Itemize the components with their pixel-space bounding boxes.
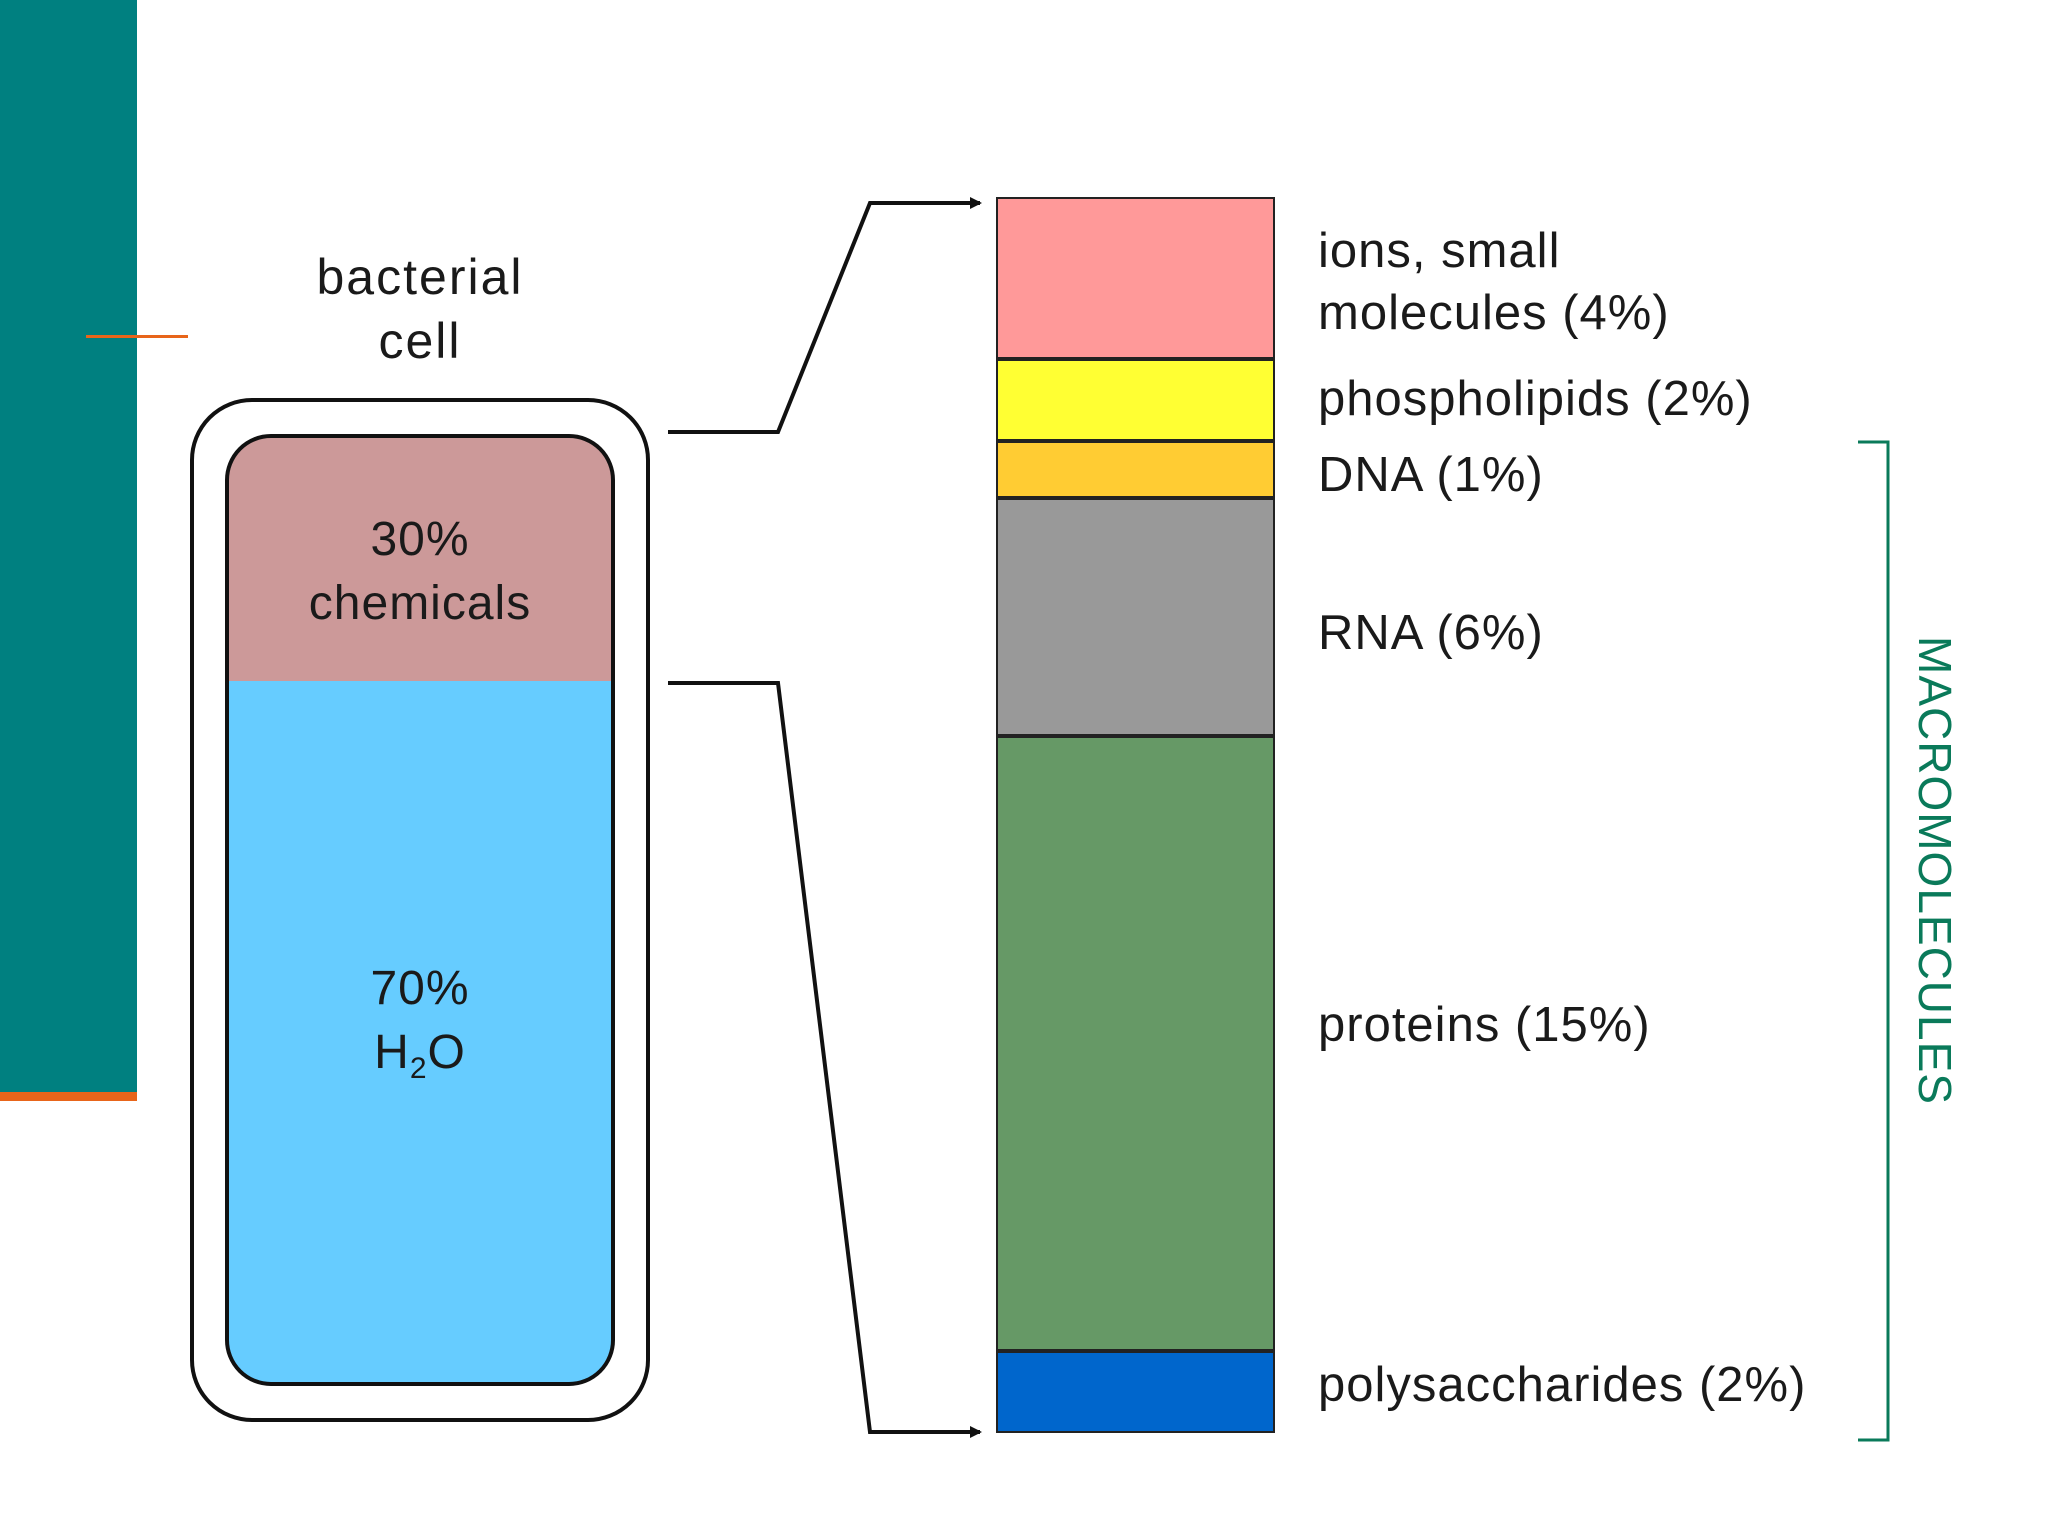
water-formula: H2O [227,1021,613,1101]
teal-side-bar [0,0,137,1092]
connector-top [668,197,982,434]
segment-dna [996,441,1275,498]
segment-polysaccharides [996,1351,1275,1433]
label-proteins: proteins (15%) [1318,998,1651,1052]
water-formula-sub: 2 [409,1052,428,1085]
label-polysaccharides: polysaccharides (2%) [1318,1358,1807,1412]
water-region [227,681,613,1384]
label-dna: DNA (1%) [1318,448,1544,502]
macromolecules-label: MACROMOLECULES [1909,635,1961,1105]
water-label: 70% H2O [227,957,613,1101]
macromolecules-bracket [1858,440,1890,1442]
chemicals-percent: 30% [370,513,470,566]
cell-title-line1: bacterial [316,249,524,305]
chemicals-label: 30% chemicals [227,508,613,636]
label-phospholipids: phospholipids (2%) [1318,372,1753,426]
chemicals-text: chemicals [308,577,532,630]
cell-title-line2: cell [378,313,462,369]
water-formula-o: O [427,1026,466,1079]
water-formula-h: H [374,1026,410,1079]
segment-rna [996,498,1275,736]
label-ions: ions, small molecules (4%) [1318,220,1670,344]
label-ions-line1: ions, small [1318,224,1561,278]
segment-proteins [996,736,1275,1351]
cell-title: bacterial cell [255,245,585,373]
connector-bottom [668,681,982,1438]
orange-accent-tick [86,335,188,338]
segment-ions [996,197,1275,359]
label-rna: RNA (6%) [1318,606,1544,660]
label-ions-line2: molecules (4%) [1318,286,1670,340]
segment-phospholipids [996,359,1275,441]
water-percent: 70% [370,962,470,1015]
chemicals-region [227,436,613,681]
orange-bar-edge [0,1092,137,1101]
